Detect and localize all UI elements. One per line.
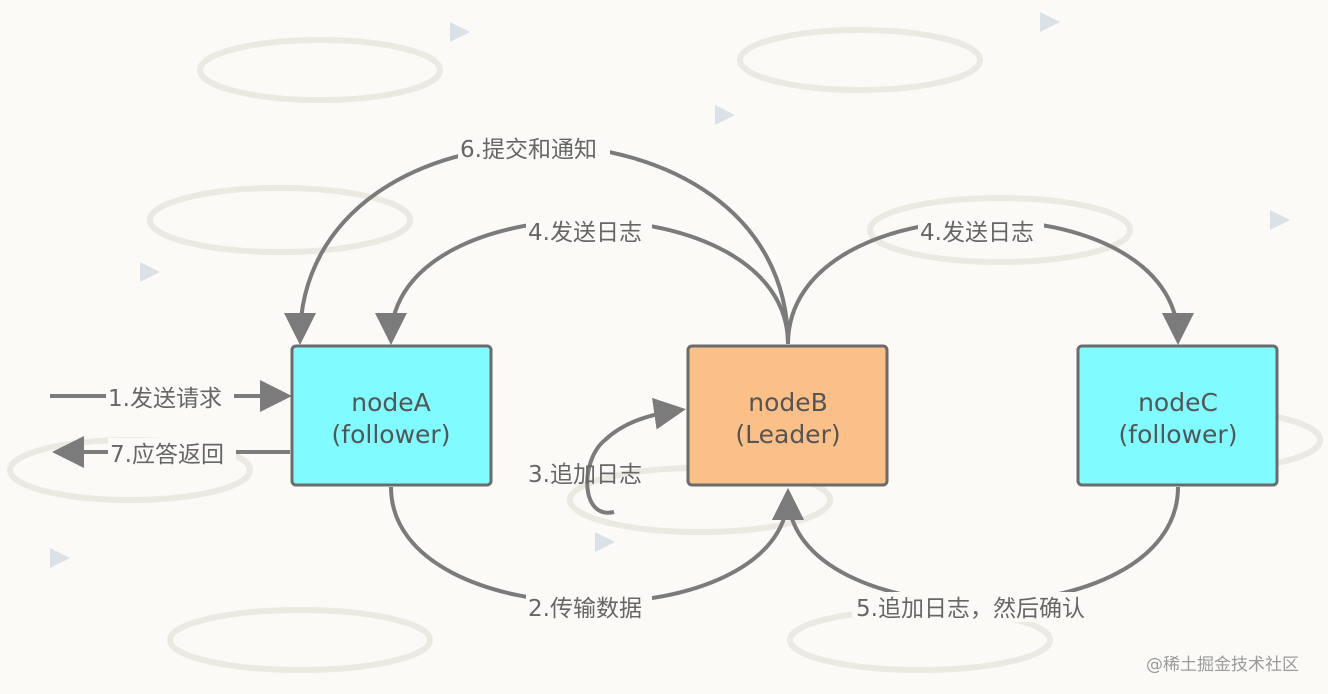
- node-a-role: (follower): [332, 420, 451, 449]
- edge-append-then-confirm: [772, 486, 1180, 605]
- edges: [50, 143, 1194, 605]
- label-append-log-leader: 3.追加日志: [528, 462, 642, 488]
- node-c: nodeC (follower): [1076, 344, 1279, 487]
- node-b-role: (Leader): [735, 420, 840, 449]
- node-c-role: (follower): [1119, 420, 1238, 449]
- node-a-name: nodeA: [351, 388, 431, 417]
- label-commit-notify: 6.提交和通知: [460, 137, 597, 163]
- node-b-box: [686, 344, 889, 487]
- node-a: nodeA (follower): [290, 344, 493, 487]
- source-credit: @稀土掘金技术社区: [1146, 655, 1299, 675]
- edge-transfer-data: [389, 486, 804, 605]
- label-send-request: 1.发送请求: [108, 386, 222, 412]
- label-send-log-c: 4.发送日志: [920, 220, 1034, 246]
- label-send-log-a: 4.发送日志: [528, 220, 642, 246]
- node-c-name: nodeC: [1138, 388, 1218, 417]
- node-c-box: [1076, 344, 1279, 487]
- edge-labels: 1.发送请求 7.应答返回 2.传输数据 3.追加日志 4.发送日志 4.发送日…: [108, 137, 1085, 622]
- label-reply-return: 7.应答返回: [110, 442, 224, 468]
- label-append-then-confirm: 5.追加日志，然后确认: [856, 596, 1085, 622]
- node-b: nodeB (Leader): [686, 344, 889, 487]
- label-backgrounds: [106, 134, 1112, 622]
- label-transfer-data: 2.传输数据: [528, 596, 642, 622]
- watermark-pattern: [7, 12, 1323, 673]
- node-a-box: [290, 344, 493, 487]
- node-b-name: nodeB: [748, 388, 828, 417]
- edge-append-log-leader: [585, 397, 686, 515]
